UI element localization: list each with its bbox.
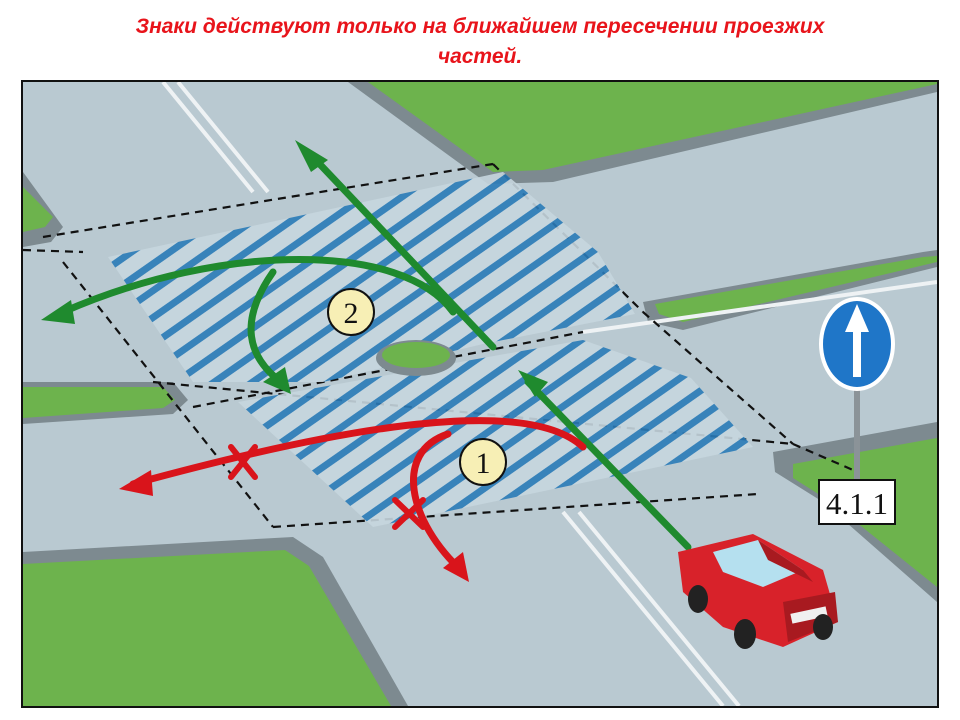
arrowhead-u-turn <box>263 367 291 394</box>
path-forbidden-u-turn <box>410 430 467 576</box>
hatched-zone-lower <box>238 340 753 527</box>
sign-plate <box>818 479 896 525</box>
road-sign-4-1-1: 4.1.1 <box>818 297 896 525</box>
marker-2: 2 <box>327 288 375 336</box>
allowed-arrowheads <box>41 140 548 397</box>
straight-arrow-icon <box>845 304 869 377</box>
grass-top-right <box>348 82 937 184</box>
arrowhead-forbidden-u-turn <box>443 552 469 582</box>
intersection-illustration: 2 1 4.1.1 <box>21 80 939 708</box>
heading-line-1: Знаки действуют только на ближайшем пере… <box>135 15 825 38</box>
arrowhead-left <box>41 300 75 324</box>
path-forbidden-left <box>129 417 587 488</box>
sign-plate-label: 4.1.1 <box>826 486 888 521</box>
path-u-turn <box>247 268 285 386</box>
marker-1: 1 <box>459 438 507 486</box>
allowed-paths <box>59 153 692 551</box>
forbidden-paths <box>129 417 587 576</box>
grass-top-left <box>23 172 63 247</box>
marker-2-label: 2 <box>344 297 359 330</box>
grass-left-middle <box>23 382 188 424</box>
path-straight-far <box>309 153 497 351</box>
arrowhead-straight <box>518 370 548 397</box>
arrowhead-forbidden-left <box>119 470 153 496</box>
cross-mark-icon <box>228 444 258 480</box>
car-icon <box>678 534 838 649</box>
path-straight-through <box>524 378 692 551</box>
forbidden-arrowheads <box>119 470 469 582</box>
hatched-zone-upper <box>108 172 635 382</box>
grass-bottom-left <box>23 537 408 706</box>
heading-line-2: частей. <box>437 45 523 68</box>
intersection-scene: 2 1 4.1.1 <box>23 82 937 706</box>
sign-pole <box>854 374 860 484</box>
grass-right-middle <box>643 250 937 330</box>
lane-markings <box>161 82 937 706</box>
slide-heading: Знаки действуют только на ближайшем пере… <box>0 12 960 72</box>
path-left-turn <box>59 256 457 316</box>
marker-1-label: 1 <box>476 447 491 480</box>
arrowhead-far <box>295 140 328 172</box>
cross-mark-icon <box>392 497 426 530</box>
central-island-grass <box>382 342 450 368</box>
